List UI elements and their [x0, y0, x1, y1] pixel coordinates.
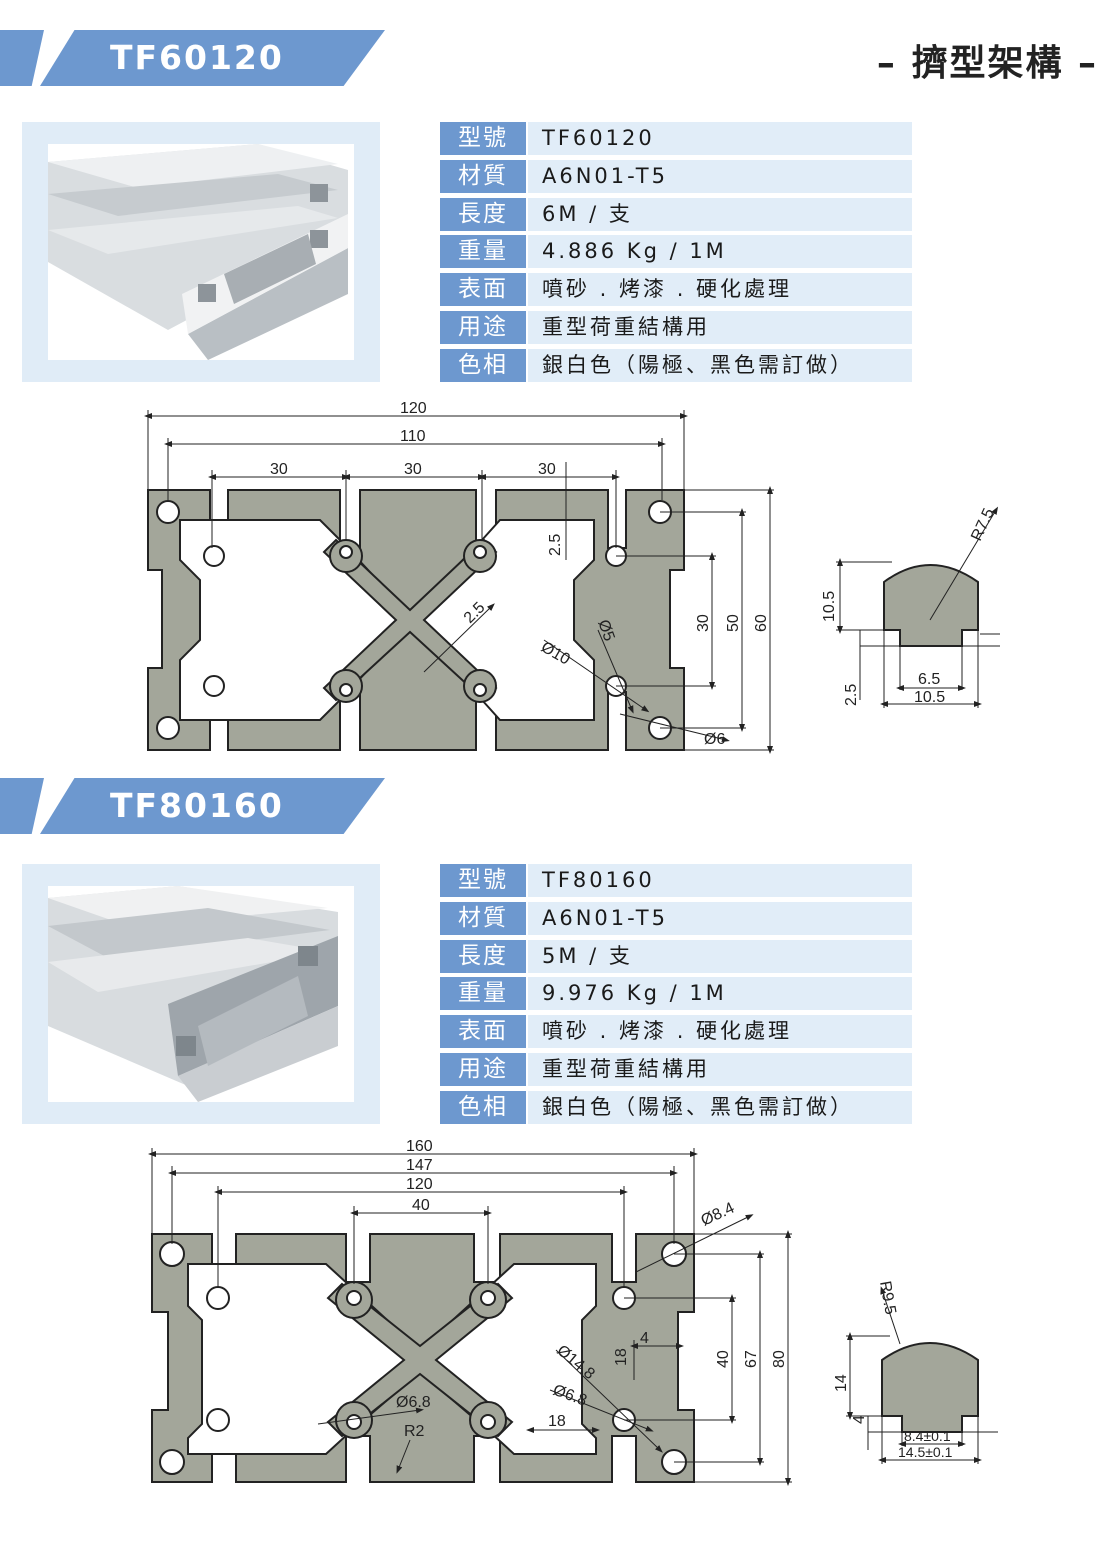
dim-2-5: 2.5: [547, 534, 564, 556]
dim-60: 60: [753, 614, 770, 632]
nut-width-inner: 8.4±0.1: [904, 1428, 951, 1444]
dim-dia6: Ø6: [704, 731, 725, 748]
product-photo-frame: [22, 122, 380, 382]
nut-radius: R9.5: [876, 1280, 899, 1316]
dim-147: 147: [406, 1157, 433, 1174]
product-photo-tf60120: [48, 144, 354, 360]
nut-height: 14: [833, 1374, 850, 1392]
dim-30: 30: [404, 461, 422, 478]
dim-110: 110: [400, 428, 426, 445]
nut-lip: 4: [851, 1415, 868, 1424]
product-title: TF60120: [110, 38, 284, 77]
nut-lip: 2.5: [843, 684, 860, 706]
drawing-tf80160: 160 147 120 40 Ø8.4 4 18 40 67 80 Ø14.8 …: [148, 1138, 998, 1486]
product-title: TF80160: [110, 786, 284, 825]
product-banner-tf60120: TF60120: [0, 30, 390, 86]
nut-width-outer: 14.5±0.1: [898, 1444, 953, 1460]
spec-row: 表面噴砂 . 烤漆 . 硬化處理: [440, 273, 912, 307]
dim-18: 18: [548, 1413, 566, 1430]
nut-width-outer: 10.5: [914, 689, 945, 706]
product-photo-frame: [22, 864, 380, 1124]
dim-40: 40: [412, 1197, 430, 1214]
dim-50: 50: [725, 614, 742, 632]
dim-160: 160: [406, 1138, 433, 1155]
spec-row: 色相銀白色（陽極、黑色需訂做）: [440, 1090, 912, 1124]
dim-120: 120: [406, 1176, 433, 1193]
dim-4: 4: [640, 1330, 649, 1347]
t-nut-detail: R7.5 10.5 2.5 6.5 10.5: [821, 506, 1000, 708]
dim-r2: R2: [404, 1423, 425, 1440]
spec-row: 用途重型荷重結構用: [440, 310, 912, 344]
t-nut-detail: R9.5 14 4 8.4±0.1 14.5±0.1: [833, 1280, 998, 1464]
drawing-tf60120: 120 110 30 30 30 2.5 2.5 30 50 60 Ø10 Ø5…: [144, 400, 1000, 754]
dim-30: 30: [538, 461, 556, 478]
dim-67: 67: [743, 1350, 760, 1368]
dim-120: 120: [400, 400, 427, 417]
dim-30: 30: [270, 461, 288, 478]
section-title: – 擠型架構 –: [876, 43, 1098, 84]
dim-dia6-8: Ø6.8: [396, 1394, 431, 1411]
dim-30: 30: [695, 614, 712, 632]
nut-radius: R7.5: [968, 506, 998, 544]
nut-width-inner: 6.5: [918, 671, 940, 688]
product-photo-tf80160: [48, 886, 354, 1102]
nut-height: 10.5: [821, 591, 838, 622]
spec-row: 表面噴砂 . 烤漆 . 硬化處理: [440, 1015, 912, 1049]
dim-40: 40: [715, 1350, 732, 1368]
dim-18: 18: [613, 1348, 630, 1366]
spec-row: 色相銀白色（陽極、黑色需訂做）: [440, 348, 912, 382]
spec-row: 用途重型荷重結構用: [440, 1052, 912, 1086]
product-banner-tf80160: TF80160: [0, 778, 390, 834]
dim-80: 80: [771, 1350, 788, 1368]
dim-dia5: Ø5: [594, 618, 617, 644]
